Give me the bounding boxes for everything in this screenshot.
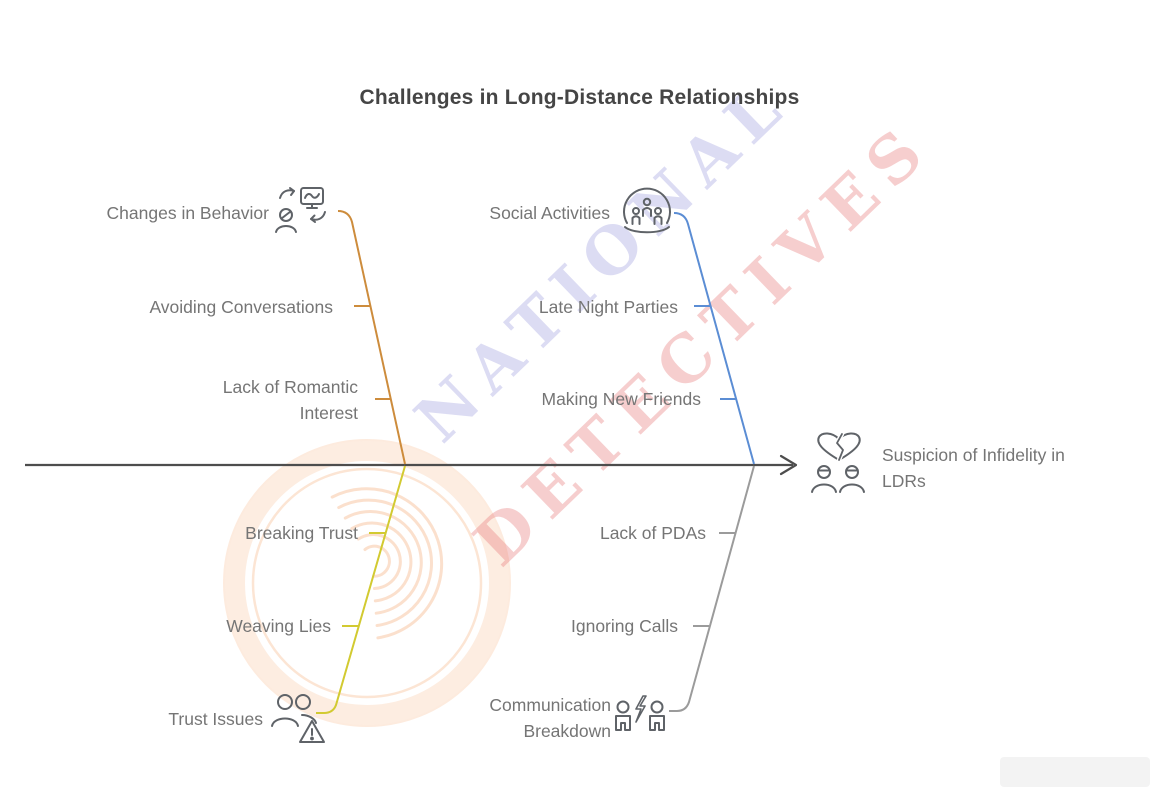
broken-heart-couple-icon [804, 430, 874, 496]
cause-label-breaking-trust: Breaking Trust [245, 523, 358, 543]
cause-label-social-activities: Social Activities [489, 203, 610, 223]
cause-label-ignoring-calls: Ignoring Calls [571, 616, 678, 636]
branch-line-bottom-left [316, 465, 406, 714]
branch-line-top-right [673, 212, 755, 465]
effect-label: Suspicion of Infidelity in LDRs [882, 445, 1065, 491]
branch-line-bottom-right [669, 465, 755, 712]
group-people-icon [617, 186, 677, 238]
cause-label-lack-of-romantic-interest: Lack of Romantic Interest [222, 377, 358, 423]
diagram-title: Challenges in Long-Distance Relationship… [359, 86, 800, 109]
cause-label-lack-of-pdas: Lack of PDAs [599, 523, 706, 543]
cause-label-late-night-parties: Late Night Parties [538, 297, 678, 317]
people-conflict-icon [612, 694, 670, 746]
cause-label-making-new-friends: Making New Friends [541, 389, 702, 409]
cause-label-changes-in-behavior: Changes in Behavior [106, 203, 269, 223]
bottom-right-placeholder [1000, 757, 1150, 787]
spine-arrowhead-icon [779, 454, 798, 476]
cause-label-trust-issues: Trust Issues [168, 709, 263, 729]
cause-label-communication-breakdown: Communication Breakdown [489, 695, 611, 741]
cause-label-avoiding-conversations: Avoiding Conversations [149, 297, 333, 317]
behavior-change-icon [274, 185, 332, 235]
branch-line-top-left [337, 210, 406, 465]
cause-label-weaving-lies: Weaving Lies [226, 616, 331, 636]
people-warning-icon [270, 690, 328, 746]
